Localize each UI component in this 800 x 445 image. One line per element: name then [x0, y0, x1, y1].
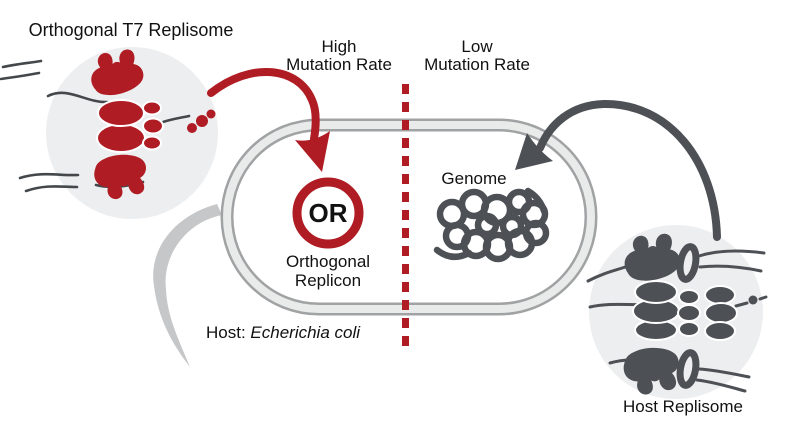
orthogonal-replicon-label: Orthogonal Replicon — [258, 252, 398, 290]
t7-replisome-inset — [0, 46, 218, 219]
orthogonal-replicon-line2: Replicon — [294, 271, 362, 290]
host-species-name: Echerichia coli — [250, 323, 361, 342]
genome-tangle — [433, 187, 550, 263]
host-replisome-inset — [586, 225, 768, 399]
low-mutation-line1: Low — [461, 37, 493, 56]
t7-mutation-arrow — [207, 68, 330, 172]
clamp-ring-bottom — [676, 349, 700, 389]
low-mutation-label: Low Mutation Rate — [407, 38, 547, 74]
host-prefix: Host: — [206, 323, 251, 342]
host-replisome-title: Host Replisome — [623, 397, 743, 416]
genome-label: Genome — [441, 169, 507, 188]
host-species-label: Host: Echerichia coli — [206, 324, 360, 342]
clamp-ring-top — [676, 243, 700, 283]
or-badge-label: OR — [308, 198, 348, 228]
low-mutation-line2: Mutation Rate — [424, 55, 530, 74]
orthogonal-replicon-line1: Orthogonal — [285, 252, 371, 271]
t7-replisome-title: Orthogonal T7 Replisome — [28, 20, 234, 40]
high-mutation-label: High Mutation Rate — [269, 38, 409, 74]
flagellum-tail — [153, 204, 222, 367]
high-mutation-line1: High — [321, 37, 357, 56]
orthogonal-replicon-ring — [292, 177, 364, 249]
high-mutation-line2: Mutation Rate — [286, 55, 392, 74]
host-replication-arrow — [515, 99, 721, 241]
